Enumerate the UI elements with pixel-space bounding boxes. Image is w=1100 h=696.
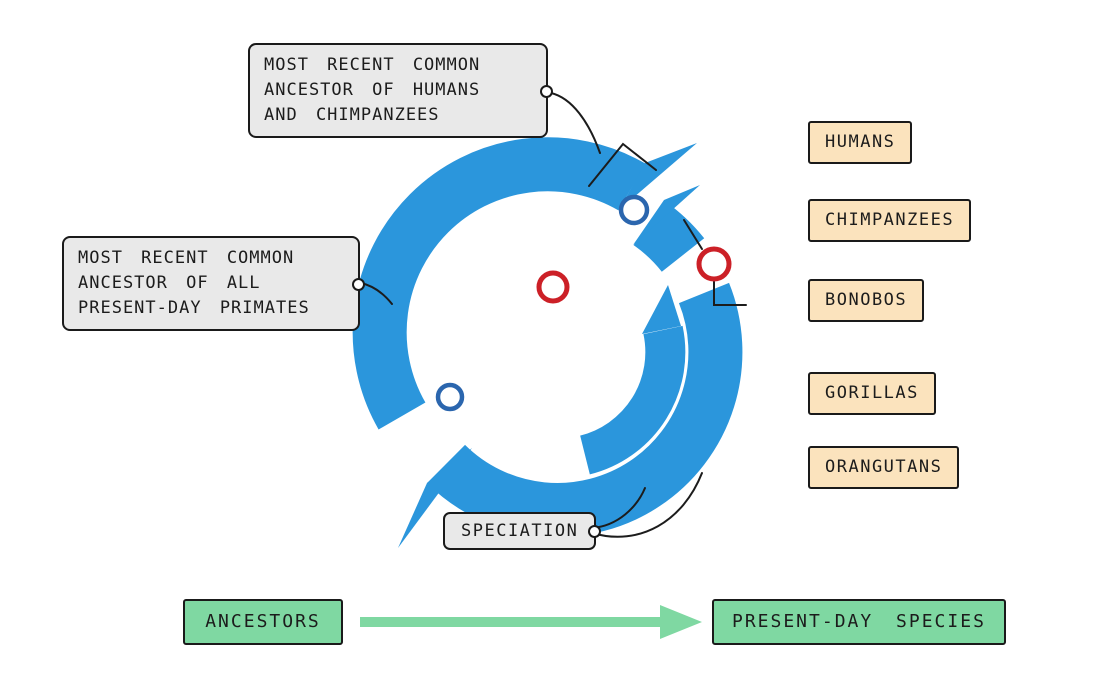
speciation-leader-line	[591, 472, 703, 538]
speciation-node-red-icon	[536, 270, 570, 304]
spiral-tip	[633, 185, 700, 245]
callout-line: MOST RECENT COMMON	[78, 248, 295, 268]
tag-connector-dot-icon	[352, 277, 365, 291]
time-direction-arrow-icon	[360, 605, 702, 639]
species-label-gorillas: GORILLAS	[808, 372, 936, 415]
branch-fork-line	[588, 142, 657, 187]
phylogeny-spiral-icon	[352, 137, 743, 548]
callout-mrca-humans-chimps: MOST RECENT COMMON ANCESTOR OF HUMANS AN…	[248, 43, 553, 138]
speciation-label: SPECIATION	[461, 521, 579, 541]
callout-line: PRESENT-DAY PRIMATES	[78, 298, 310, 318]
branch-line	[683, 219, 703, 250]
species-label-orangutans: ORANGUTANS	[808, 446, 960, 489]
callout-top-leader-line	[550, 92, 601, 154]
spiral-arm-upper-right	[632, 200, 705, 273]
timeline-ancestors-label: ANCESTORS	[183, 599, 343, 645]
callout-mrca-all-primates: MOST RECENT COMMON ANCESTOR OF ALL PRESE…	[62, 236, 365, 331]
tag-connector-dot-icon	[540, 84, 553, 98]
spiral-arm-inner	[579, 325, 686, 475]
spiral-arm-outer	[352, 137, 646, 430]
branch-bracket-line	[713, 280, 747, 306]
species-label-bonobos: BONOBOS	[808, 279, 925, 322]
spiral-tail-tip	[398, 448, 472, 548]
spiral-tip	[642, 285, 681, 334]
species-label-humans: HUMANS	[808, 121, 913, 164]
tag-connector-dot-icon	[588, 525, 602, 538]
speciation-node-blue-icon	[618, 194, 650, 226]
callout-line: ANCESTOR OF HUMANS	[264, 80, 481, 100]
callout-line: AND CHIMPANZEES	[264, 105, 440, 125]
callout-speciation: SPECIATION	[443, 512, 602, 550]
callout-line: ANCESTOR OF ALL	[78, 273, 261, 293]
speciation-node-blue-icon	[435, 382, 465, 412]
callout-line: MOST RECENT COMMON	[264, 55, 481, 75]
species-label-chimpanzees: CHIMPANZEES	[808, 199, 972, 242]
spiral-tip	[619, 143, 697, 210]
timeline-present-day-label: PRESENT-DAY SPECIES	[712, 599, 1006, 645]
speciation-node-red-icon	[696, 246, 732, 282]
spiral-arm-lower	[426, 282, 743, 537]
